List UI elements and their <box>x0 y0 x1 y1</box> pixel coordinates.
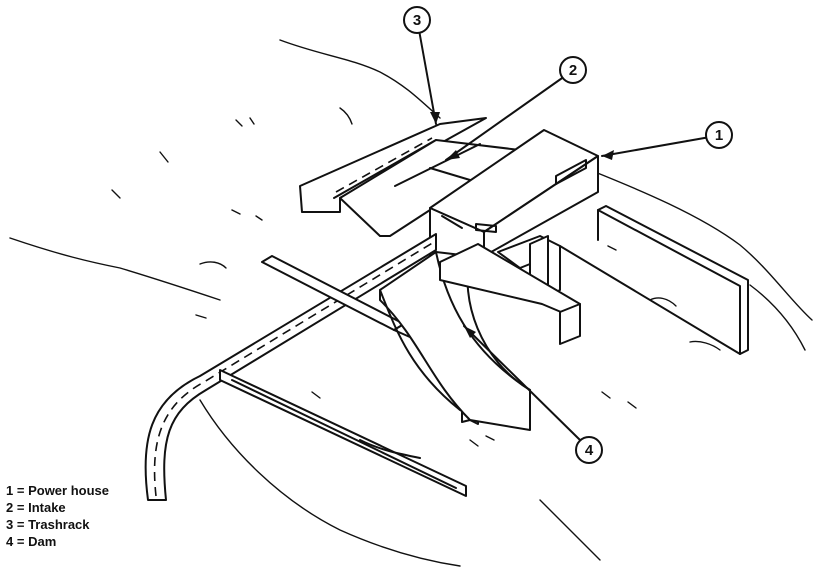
power-house <box>429 129 599 257</box>
callout-3-number: 3 <box>413 12 421 29</box>
right-pier <box>439 235 581 345</box>
legend: 1 = Power house 2 = Intake 3 = Trashrack… <box>6 482 109 550</box>
legend-number: 2 <box>6 500 14 515</box>
legend-separator: = <box>16 500 25 515</box>
legend-item-4: 4 = Dam <box>6 533 109 550</box>
legend-number: 1 <box>6 483 14 498</box>
riverbank-left <box>9 237 221 301</box>
tailrace-walls <box>559 205 749 355</box>
riverbank-upper-left <box>279 39 441 119</box>
callout-4-number: 4 <box>585 442 594 459</box>
legend-item-2: 2 = Intake <box>6 499 109 516</box>
legend-label: Intake <box>28 500 66 515</box>
callout-2-number: 2 <box>569 62 577 79</box>
lower-apron <box>219 369 467 497</box>
legend-number: 3 <box>6 517 14 532</box>
legend-number: 4 <box>6 534 14 549</box>
callout-4: 4 <box>463 325 603 464</box>
riverbank-lower <box>199 399 601 567</box>
legend-separator: = <box>16 534 25 549</box>
legend-item-3: 3 = Trashrack <box>6 516 109 533</box>
riverbank-right <box>589 169 813 351</box>
legend-separator: = <box>16 483 25 498</box>
callout-1: 1 <box>601 121 733 160</box>
dam-walkway <box>144 233 437 501</box>
legend-label: Dam <box>28 534 57 549</box>
terrain-ticks <box>111 107 721 457</box>
legend-item-1: 1 = Power house <box>6 482 109 499</box>
callout-1-number: 1 <box>715 127 723 144</box>
legend-separator: = <box>16 517 25 532</box>
callout-3: 3 <box>403 6 440 125</box>
legend-label: Trashrack <box>28 517 90 532</box>
callout-2: 2 <box>445 56 587 161</box>
legend-label: Power house <box>28 483 109 498</box>
